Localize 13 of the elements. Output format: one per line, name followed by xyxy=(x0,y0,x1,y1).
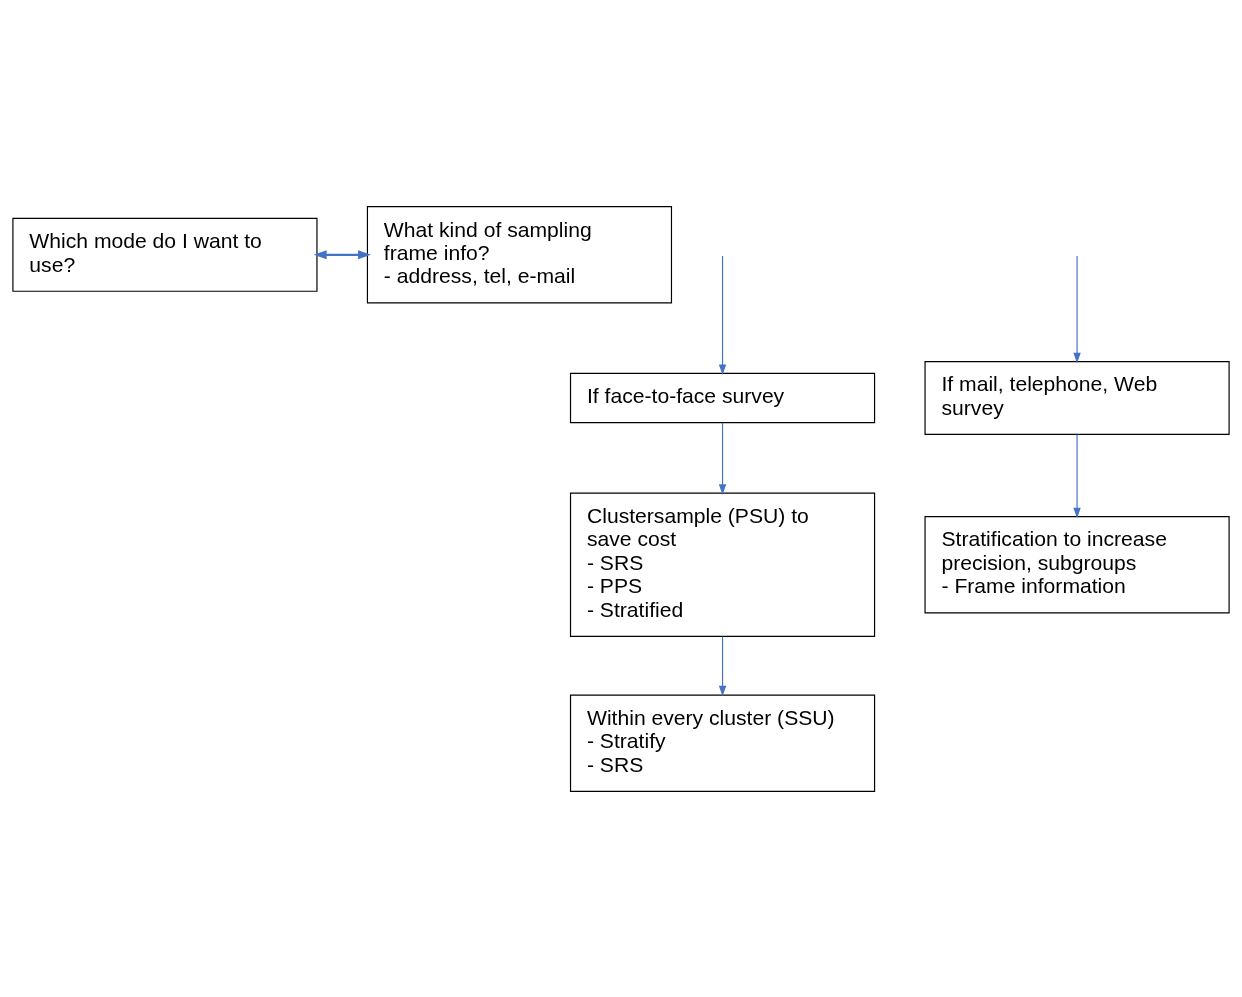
node-box: If face-to-face survey xyxy=(569,372,876,423)
arrow xyxy=(718,255,727,375)
node-box: Which mode do I want to use? xyxy=(12,217,318,292)
arrow xyxy=(1073,255,1081,363)
node-box: Clustersample (PSU) to save cost - SRS - PPS - Stratified xyxy=(569,492,876,637)
node-box: What kind of sampling frame info? - address, tel, e-mail xyxy=(366,205,673,304)
arrow xyxy=(718,635,727,696)
node-box: Within every cluster (SSU) - Stratify - SRS xyxy=(569,693,876,792)
arrow xyxy=(718,421,727,495)
node-box: If mail, telephone, Web survey xyxy=(924,360,1230,435)
arrow xyxy=(313,249,371,259)
node-box: Stratification to increase precision, subgroups - Frame information xyxy=(924,515,1230,613)
arrow xyxy=(1073,433,1081,518)
